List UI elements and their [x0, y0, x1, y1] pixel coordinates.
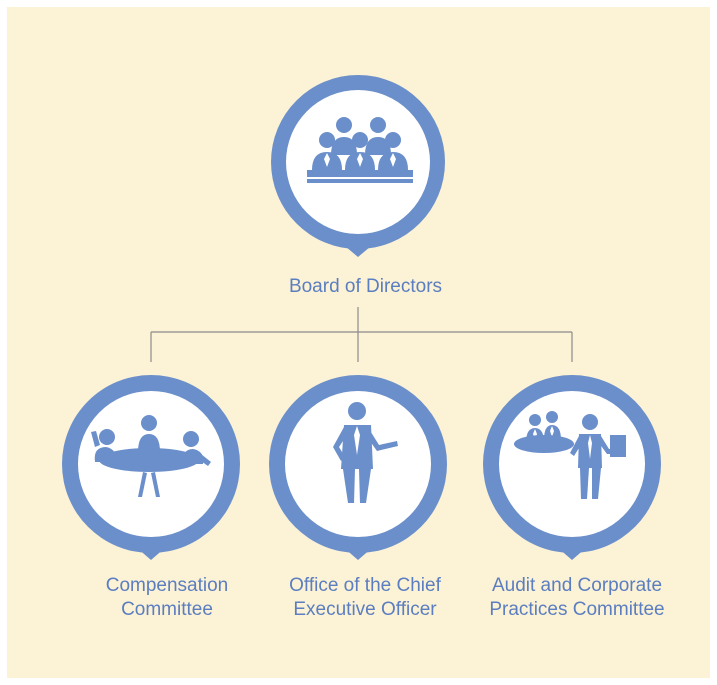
- office-of-ceo-label: Office of the Chief Executive Officer: [289, 575, 441, 620]
- audit-committee-label: Audit and Corporate Practices Committee: [489, 575, 665, 620]
- child-node-ceo: [269, 375, 447, 560]
- board-of-directors-label: Board of Directors: [288, 276, 443, 297]
- executive-presenting-icon: [333, 402, 398, 503]
- connector-lines: [150, 307, 573, 362]
- child3-pin-inner: [499, 391, 645, 537]
- child-node-audit: [483, 375, 661, 560]
- board-meeting-icon: [307, 117, 413, 183]
- org-chart: [62, 75, 661, 560]
- root-node: [271, 75, 445, 257]
- round-table-meeting-icon: [91, 415, 211, 497]
- child-node-compensation: [62, 375, 240, 560]
- compensation-committee-label: Compensation Committee: [105, 575, 229, 620]
- audit-presentation-icon: [514, 411, 626, 499]
- diagram-canvas: Board of Directors Compensation Committe…: [7, 7, 710, 678]
